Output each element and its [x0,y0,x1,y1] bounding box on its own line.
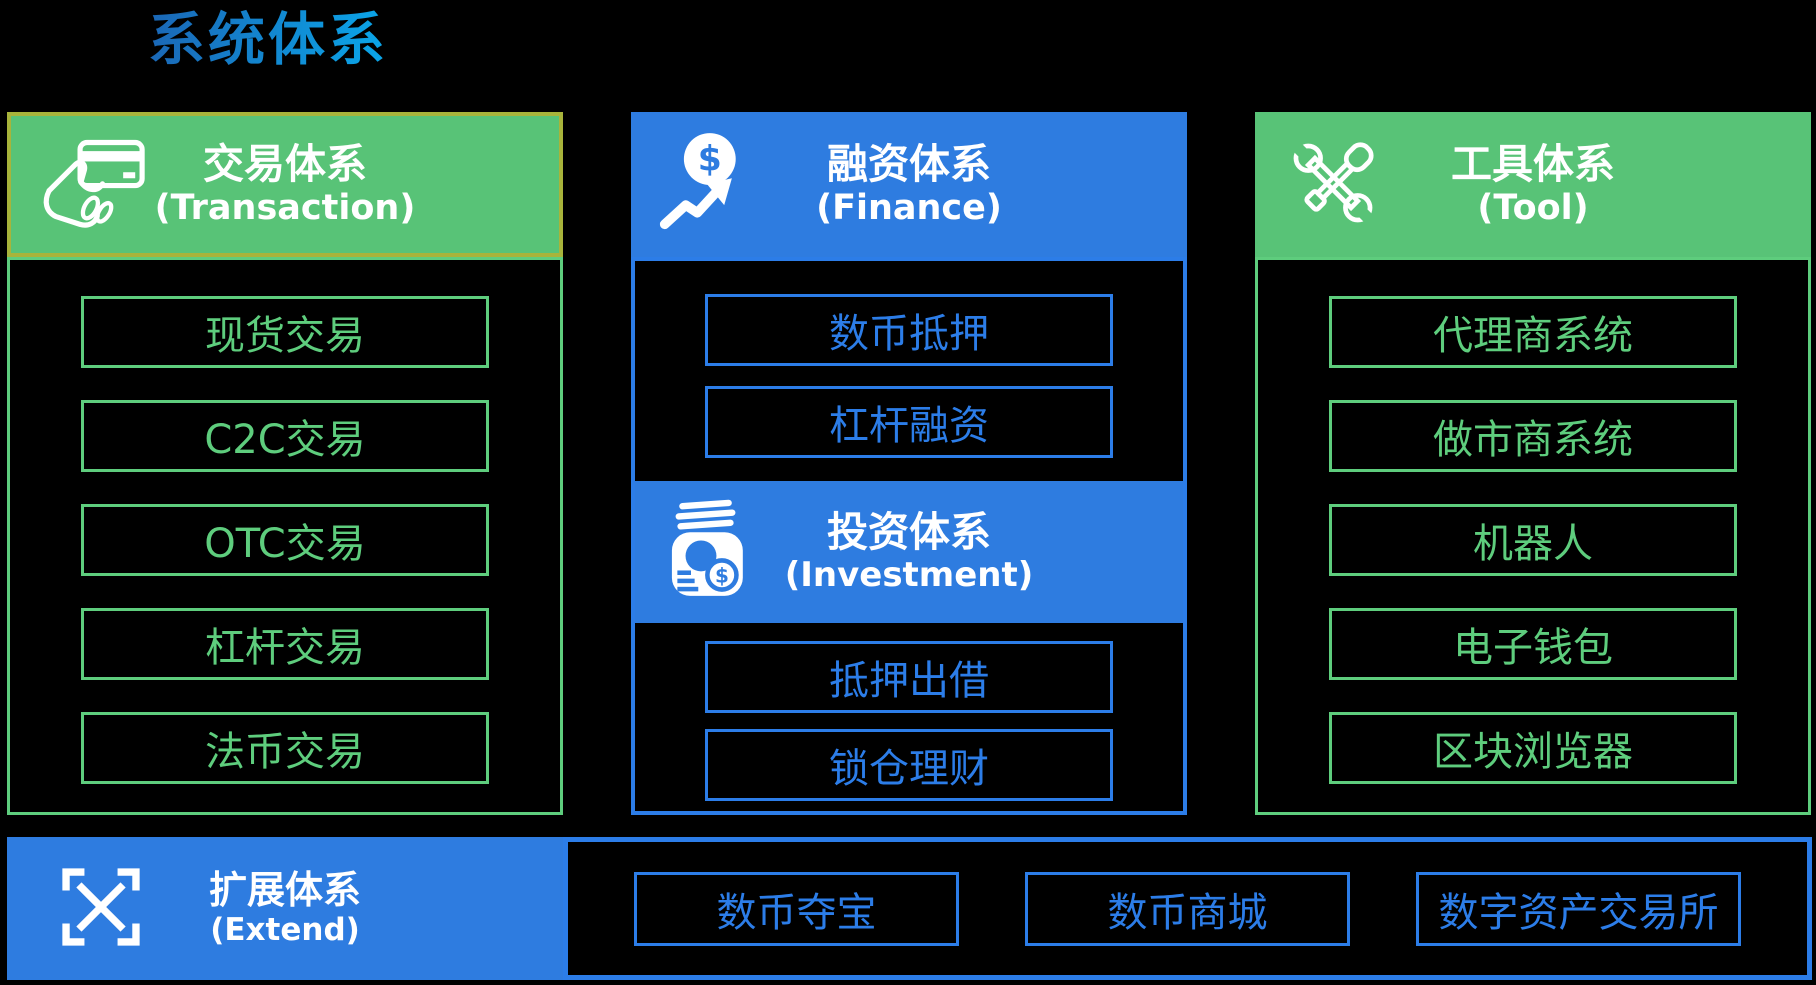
transaction-body: 现货交易 C2C交易 OTC交易 杠杆交易 法币交易 [7,257,563,815]
list-item: 现货交易 [81,296,489,368]
page-title: 系统体系 [148,7,388,73]
list-item: 数币夺宝 [634,871,959,946]
svg-text:$: $ [715,563,729,587]
transaction-header: 交易体系 (Transaction) [7,112,563,257]
investment-header-zh: 投资体系 [827,507,991,556]
tool-column: 工具体系 (Tool) 代理商系统 做市商系统 机器人 电子钱包 区块浏览器 [1255,112,1811,815]
list-item: 锁仓理财 [705,729,1113,801]
extend-body: 数币夺宝 数币商城 数字资产交易所 [563,837,1812,980]
list-item: 杠杆融资 [705,386,1113,458]
investment-section: 抵押出借 锁仓理财 [635,623,1183,801]
finance-header-en: (Finance) [816,187,1002,228]
list-item: 数字资产交易所 [1416,871,1741,946]
dollar-growth-icon: $ [657,130,753,240]
list-item: C2C交易 [81,400,489,472]
tool-header-zh: 工具体系 [1451,139,1615,188]
transaction-column: 交易体系 (Transaction) 现货交易 C2C交易 OTC交易 杠杆交易… [7,112,563,815]
list-item: 代理商系统 [1329,296,1737,368]
list-item: 杠杆交易 [81,608,489,680]
extend-header: 扩展体系 (Extend) [7,837,563,980]
transaction-header-en: (Transaction) [154,187,416,228]
tool-header-en: (Tool) [1477,187,1589,228]
svg-text:$: $ [698,139,722,179]
expand-arrows-icon [55,861,147,957]
finance-header: $ 融资体系 (Finance) [631,112,1187,257]
list-item: 数币抵押 [705,294,1113,366]
tool-header: 工具体系 (Tool) [1255,112,1811,257]
list-item: 抵押出借 [705,641,1113,713]
tool-body: 代理商系统 做市商系统 机器人 电子钱包 区块浏览器 [1255,257,1811,815]
finance-header-zh: 融资体系 [827,139,991,188]
credit-card-hand-icon [37,135,149,235]
extend-header-zh: 扩展体系 [208,867,361,912]
extend-header-en: (Extend) [210,911,360,948]
list-item: 数币商城 [1025,871,1350,946]
coin-jar-icon: $ [661,496,761,608]
list-item: 做市商系统 [1329,400,1737,472]
list-item: 机器人 [1329,504,1737,576]
list-item: OTC交易 [81,504,489,576]
finance-investment-column: $ 融资体系 (Finance) 数币抵押 杠杆融资 [631,112,1187,815]
investment-header-en: (Investment) [784,555,1034,596]
finance-section: 数币抵押 杠杆融资 [635,261,1183,458]
investment-header: $ 投资体系 (Investment) [635,481,1183,623]
finance-investment-body: 数币抵押 杠杆融资 [631,257,1187,815]
list-item: 区块浏览器 [1329,712,1737,784]
tools-icon [1281,131,1385,239]
list-item: 法币交易 [81,712,489,784]
transaction-header-zh: 交易体系 [203,139,367,188]
list-item: 电子钱包 [1329,608,1737,680]
